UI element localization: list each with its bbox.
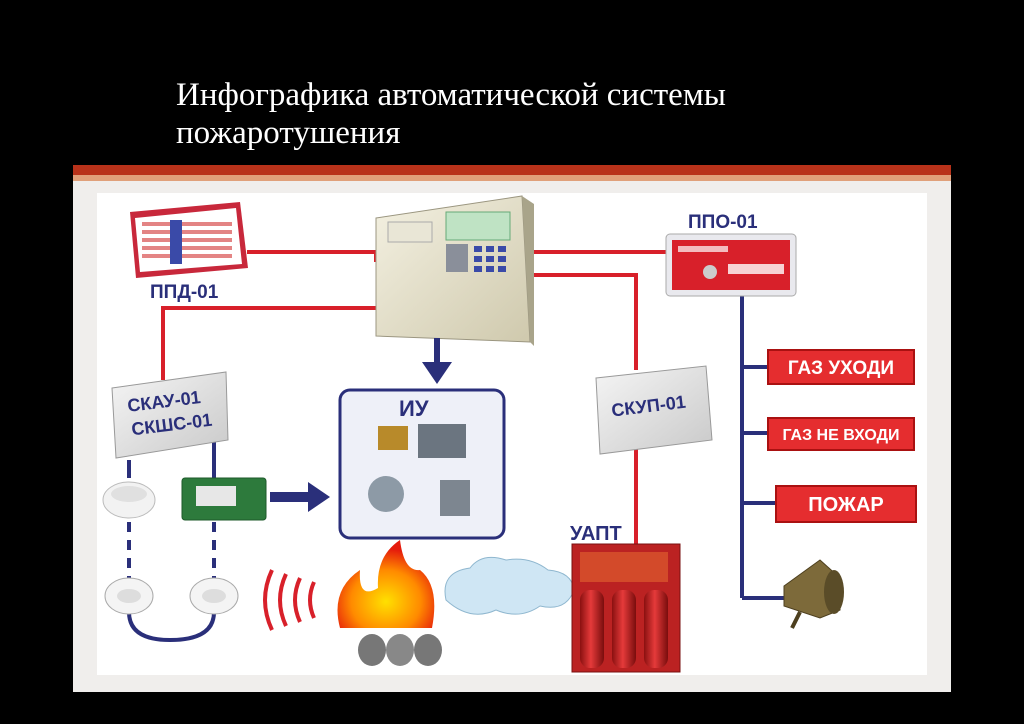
- skau-module: [111, 371, 229, 459]
- arrow-right-icon: [270, 482, 330, 512]
- loop-module-icon: [181, 477, 267, 521]
- ppo-alarm-panel: [665, 233, 797, 297]
- label-ppd: ППД-01: [150, 282, 219, 303]
- fire-icon: [337, 540, 442, 666]
- title-line-2: пожаротушения: [176, 115, 401, 151]
- label-uapt: УАПТ: [570, 523, 622, 545]
- skup-module: [595, 365, 713, 455]
- smoke-detector-icon: [102, 481, 156, 519]
- fire-detector-icon: [189, 577, 239, 615]
- accent-bar-light: [73, 175, 951, 181]
- sign-fire: [775, 485, 917, 523]
- sign-gas-leave-text: ГАЗ УХОДИ: [788, 358, 894, 379]
- sign-gas-leave: [767, 349, 915, 385]
- control-cabinet: [375, 195, 534, 346]
- blue-wiring: [127, 295, 790, 643]
- label-ppo: ППО-01: [688, 212, 758, 233]
- gas-cylinders: [571, 543, 681, 673]
- actuators-box: [338, 388, 506, 540]
- gas-cloud-icon: [444, 556, 575, 615]
- arrow-down-icon: [422, 338, 452, 384]
- slide-title: Инфографика автоматической системы пожар…: [176, 76, 726, 152]
- ppd-display-panel: [130, 202, 248, 278]
- sign-fire-text: ПОЖАР: [808, 494, 884, 516]
- siren-horn-icon: [783, 559, 844, 629]
- fire-detector-icon: [104, 577, 154, 615]
- sign-gas-no-entry: [767, 417, 915, 451]
- accent-bar: [73, 165, 951, 175]
- label-iu: ИУ: [399, 396, 429, 421]
- heat-wave-icon: [263, 569, 316, 631]
- title-line-1: Инфографика автоматической системы: [176, 77, 726, 113]
- sign-gas-no-entry-text: ГАЗ НЕ ВХОДИ: [782, 427, 899, 444]
